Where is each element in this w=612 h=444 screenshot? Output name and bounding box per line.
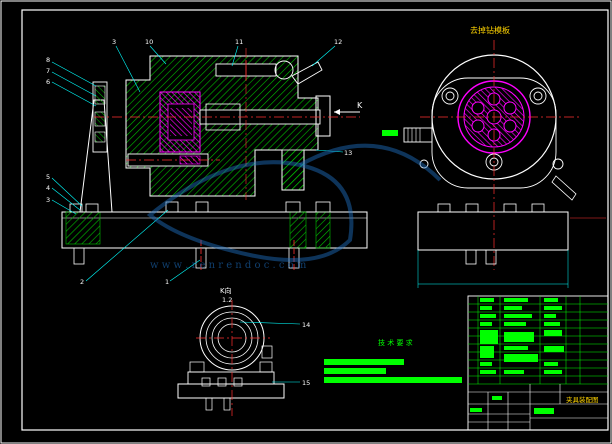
k-view-balloon-1: 14 xyxy=(302,321,310,329)
watermark-logo-icon xyxy=(146,160,354,262)
balloon-bottom-2: 1 xyxy=(165,278,169,286)
front-view: K xyxy=(61,48,368,272)
inner-frame xyxy=(21,9,609,431)
section-view-label: K xyxy=(357,101,363,110)
balloon-left-3: 6 xyxy=(46,78,50,86)
technical-requirements: 技 术 要 求 xyxy=(324,338,462,383)
balloon-left-5: 4 xyxy=(46,184,50,192)
balloon-top-4: 12 xyxy=(334,38,342,46)
base-plate xyxy=(61,211,368,249)
balloon-left-4: 5 xyxy=(46,173,50,181)
part-balloons: 3 10 11 12 8 7 6 5 4 3 13 2 1 xyxy=(46,38,352,286)
balloon-right-1: 13 xyxy=(344,149,352,157)
title-block: 夹具装配图 xyxy=(467,295,609,431)
balloon-top-2: 10 xyxy=(145,38,153,46)
plate-view-title: 去掉钻模板 xyxy=(470,25,510,35)
title-block-name: 夹具装配图 xyxy=(566,395,599,404)
top-view: 去掉钻模板 xyxy=(382,25,606,288)
balloon-bottom-1: 2 xyxy=(80,278,84,286)
k-view-label: K向 xyxy=(220,286,232,295)
leader-lines xyxy=(51,45,344,282)
k-view-balloon-2: 15 xyxy=(302,379,310,387)
watermark: w w w . r e n r e n d o c . c o m xyxy=(146,143,442,271)
watermark-site: w w w . r e n r e n d o c . c o m xyxy=(150,260,307,271)
k-view-scale: 1.2 xyxy=(222,296,232,304)
balloon-top-3: 11 xyxy=(235,38,243,46)
k-view: K向 1.2 14 15 xyxy=(177,286,310,416)
balloon-left-1: 8 xyxy=(46,56,50,64)
balloon-left-6: 3 xyxy=(46,196,50,204)
tech-requirements-title: 技 术 要 求 xyxy=(378,338,413,347)
balloon-top-1: 3 xyxy=(112,38,116,46)
balloon-left-2: 7 xyxy=(46,67,50,75)
